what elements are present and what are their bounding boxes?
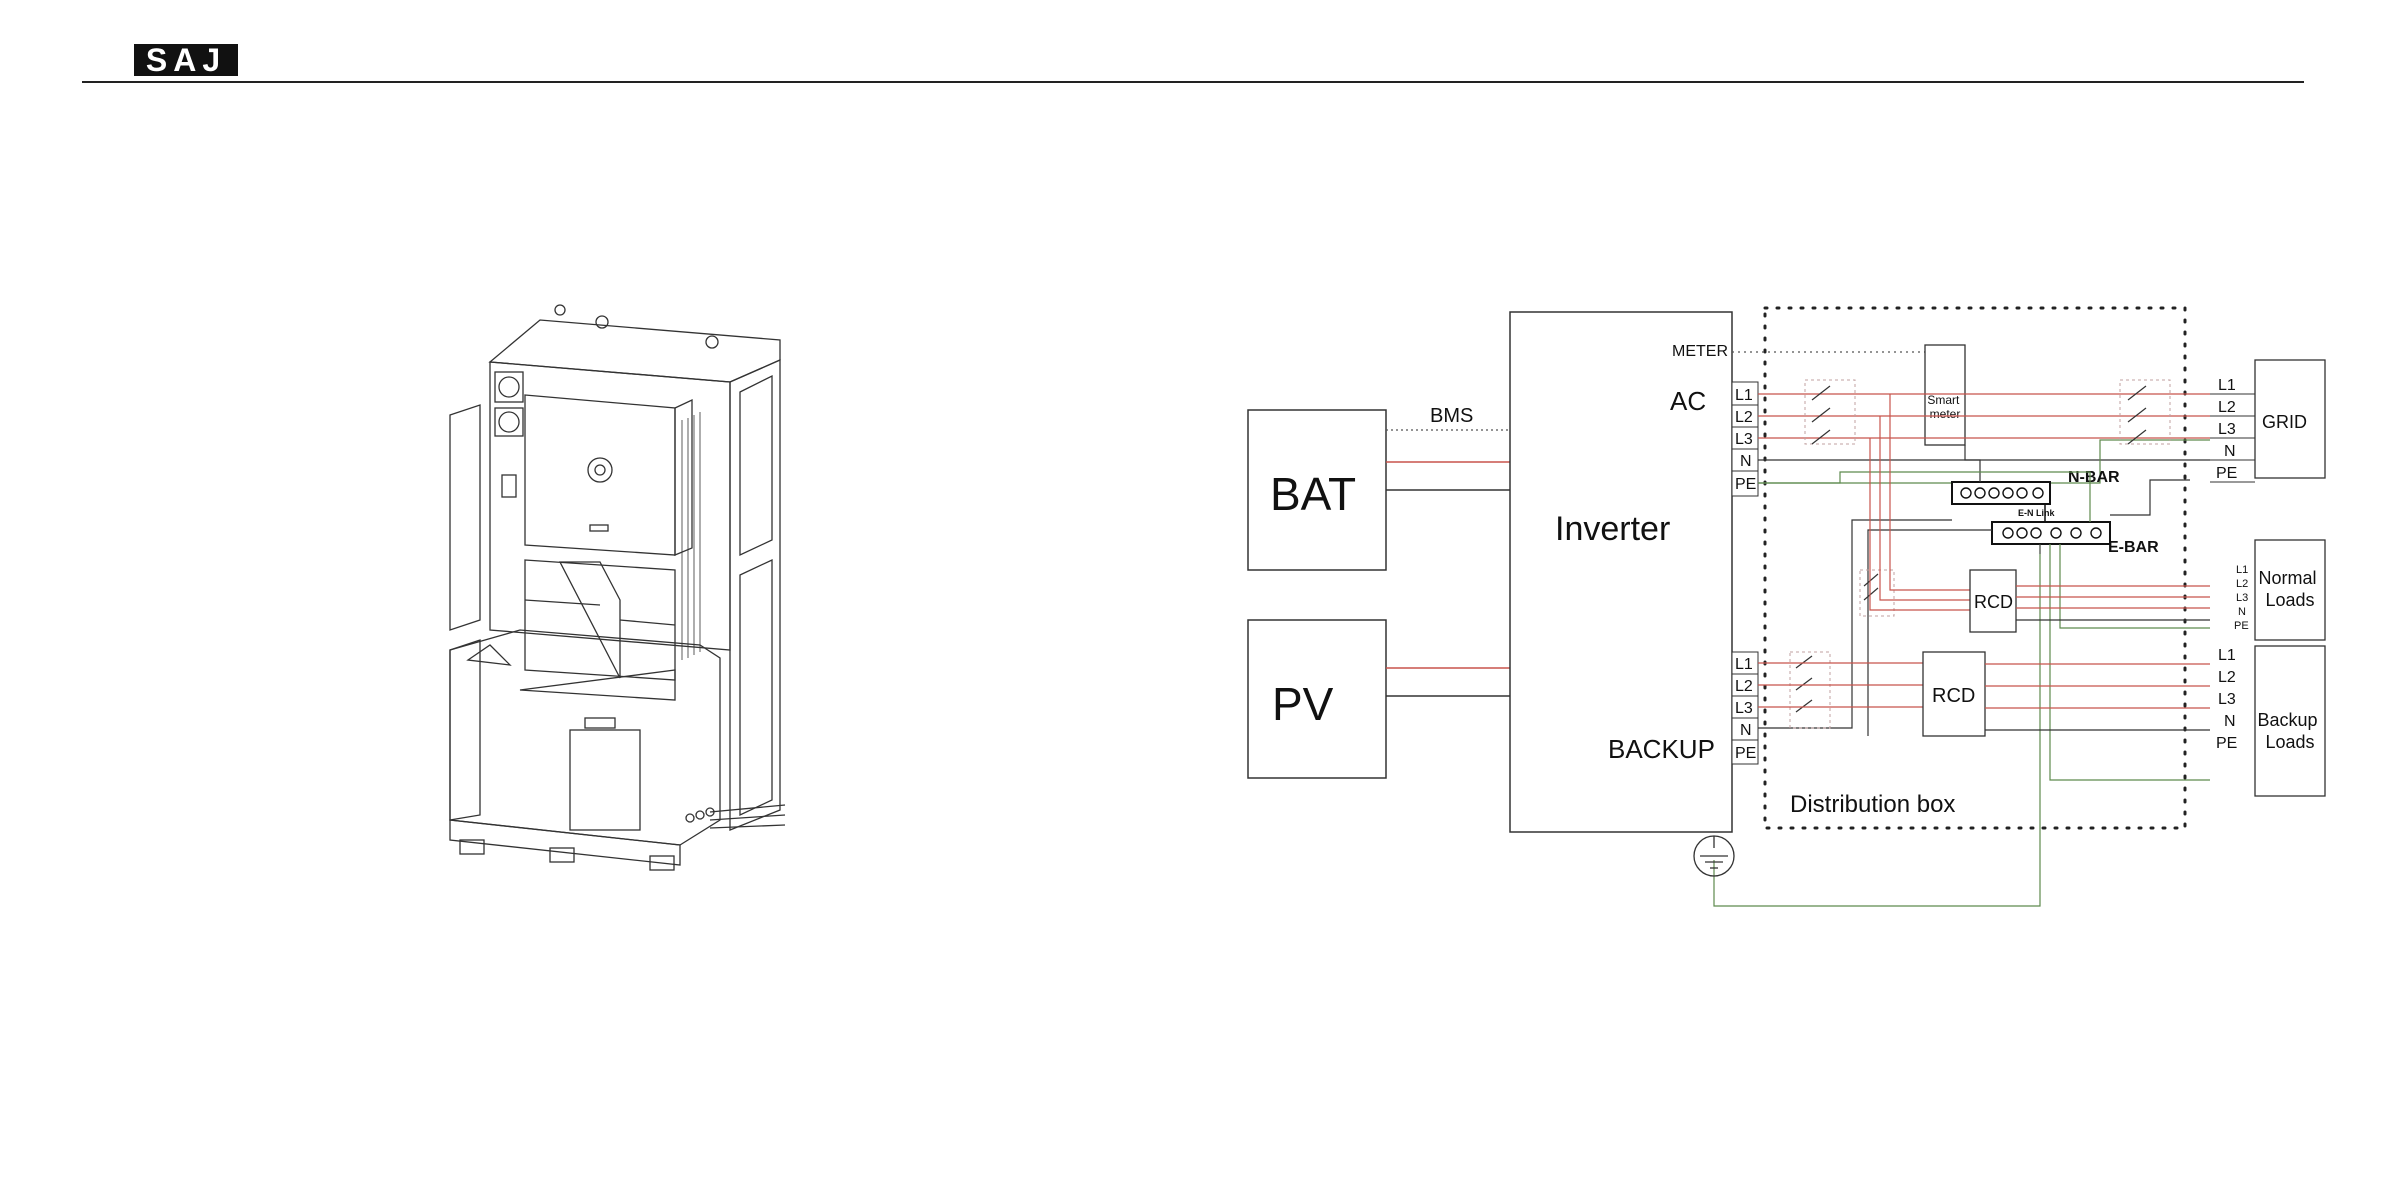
backup-load-terminal-l2: L2 xyxy=(2218,669,2236,686)
e-bar-label: E-BAR xyxy=(2108,539,2159,556)
ac-port-label: AC xyxy=(1670,386,1706,416)
backup-terminal-pe: PE xyxy=(1735,745,1756,762)
backup-terminal-n: N xyxy=(1740,722,1752,739)
smart-meter-line-2: meter xyxy=(1930,407,1961,421)
backup-terminal-l3: L3 xyxy=(1735,700,1753,717)
ac-terminals: L1 L2 L3 N PE xyxy=(1732,382,1758,496)
normal-terminal-l3: L3 xyxy=(2236,592,2248,604)
normal-terminal-l2: L2 xyxy=(2236,578,2248,590)
ac-terminal-l2: L2 xyxy=(1735,409,1753,426)
bms-label: BMS xyxy=(1430,405,1473,427)
inverter-label: Inverter xyxy=(1555,510,1670,548)
distribution-box-border xyxy=(1765,308,2185,828)
pv-label: PV xyxy=(1272,678,1334,730)
grid-label: GRID xyxy=(2262,412,2307,432)
ac-terminal-pe: PE xyxy=(1735,476,1756,493)
rcd-normal-label: RCD xyxy=(1974,592,2013,612)
smart-meter-label: Smart meter xyxy=(1927,393,1962,421)
header-divider xyxy=(82,81,2304,83)
logo-text: SAJ xyxy=(146,44,226,76)
saj-logo: SAJ xyxy=(134,44,238,76)
backup-load-terminal-l1: L1 xyxy=(2218,647,2236,664)
backup-load-terminal-pe: PE xyxy=(2216,735,2237,752)
ac-terminal-n: N xyxy=(1740,453,1752,470)
backup-load-terminal-l3: L3 xyxy=(2218,691,2236,708)
smart-meter-line-1: Smart xyxy=(1927,393,1960,407)
rcd-backup-label: RCD xyxy=(1932,685,1975,707)
normal-terminal-l1: L1 xyxy=(2236,564,2248,576)
en-link-label: E-N Link xyxy=(2018,508,2055,518)
battery-label: BAT xyxy=(1270,468,1356,520)
backup-port-label: BACKUP xyxy=(1608,734,1715,764)
grid-terminal-l3: L3 xyxy=(2218,421,2236,438)
wiring-diagram: BAT PV BMS Inverter METER AC BACKUP L1 L… xyxy=(1200,290,2330,920)
n-bar xyxy=(1952,482,2050,504)
ac-terminal-l1: L1 xyxy=(1735,387,1753,404)
backup-terminal-l2: L2 xyxy=(1735,678,1753,695)
backup-terminal-l1: L1 xyxy=(1735,656,1753,673)
backup-terminals: L1 L2 L3 N PE xyxy=(1732,652,1758,764)
page-header: SAJ xyxy=(0,0,2381,90)
grid-terminal-n: N xyxy=(2224,443,2236,460)
ac-terminal-l3: L3 xyxy=(1735,431,1753,448)
grid-terminal-l2: L2 xyxy=(2218,399,2236,416)
backup-load-terminal-n: N xyxy=(2224,713,2236,730)
normal-terminal-n: N xyxy=(2238,606,2246,618)
cabinet-illustration xyxy=(420,300,800,880)
grid-terminal-pe: PE xyxy=(2216,465,2237,482)
meter-port-label: METER xyxy=(1672,343,1728,360)
distribution-box-label: Distribution box xyxy=(1790,791,1955,818)
grid-terminal-l1: L1 xyxy=(2218,377,2236,394)
normal-terminal-pe: PE xyxy=(2234,620,2249,632)
